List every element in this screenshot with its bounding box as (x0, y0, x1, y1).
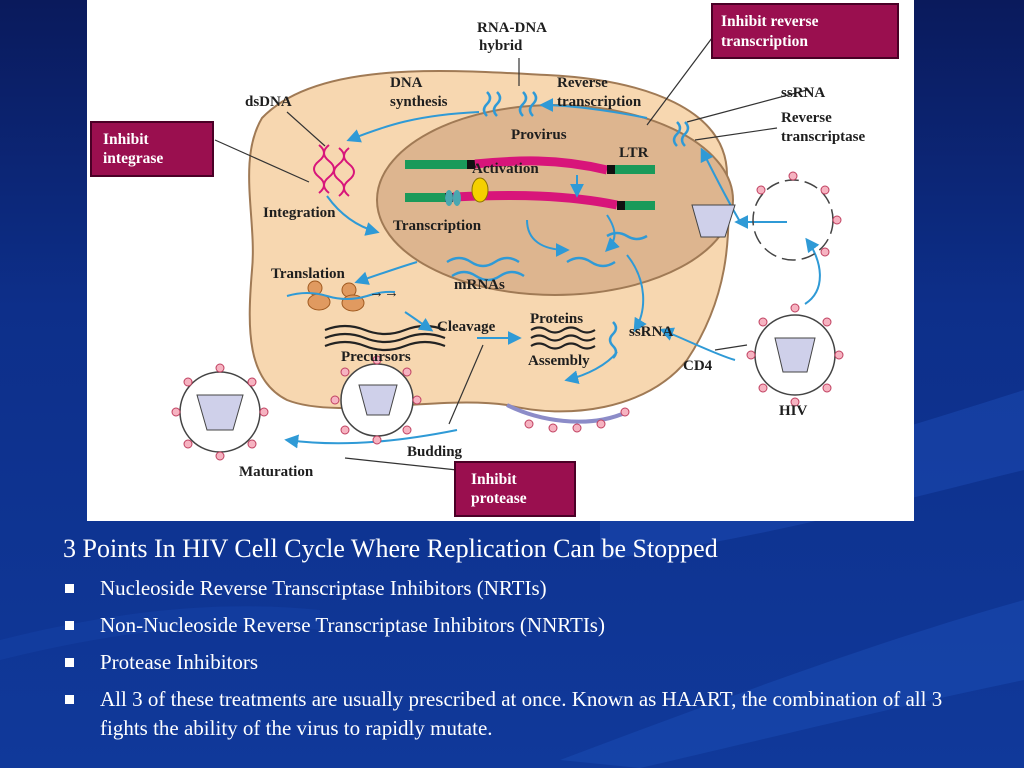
label-mrnas: mRNAs (454, 277, 505, 293)
inhibit-rt-line-2: transcription (721, 33, 808, 50)
label-cd4: CD4 (683, 358, 713, 374)
label-assembly: Assembly (528, 353, 590, 369)
label-dna-synthesis-1: DNA (390, 75, 423, 91)
hiv-virion-entering (691, 204, 736, 238)
inhibit-rt-line-1: Inhibit reverse (721, 13, 819, 30)
bullet-square-icon (65, 621, 74, 630)
hiv-cycle-svg: →→ (90, 3, 899, 517)
inhibit-reverse-transcription-box: Inhibit reverse transcription (711, 3, 899, 59)
hiv-virion-mature (179, 371, 261, 453)
label-hiv: HIV (779, 403, 808, 419)
label-maturation: Maturation (239, 464, 314, 480)
bullet-text: Protease Inhibitors (100, 650, 259, 674)
label-activation: Activation (472, 161, 539, 177)
bullet-text: All 3 of these treatments are usually pr… (100, 687, 943, 740)
inhibit-protease-line-2: protease (471, 490, 527, 507)
svg-text:→→: →→ (369, 285, 399, 301)
bullet-text: Nucleoside Reverse Transcriptase Inhibit… (100, 576, 547, 600)
label-reverse-transcriptase-2: transcriptase (781, 129, 865, 145)
label-proteins: Proteins (530, 311, 583, 327)
dsdna-helix (313, 144, 355, 197)
provirus-dna (405, 156, 655, 210)
hiv-cycle-diagram: →→ (87, 0, 914, 521)
inhibit-integrase-box: Inhibit integrase (90, 121, 214, 177)
bullet-item: Protease Inhibitors (63, 648, 963, 677)
label-dna-synthesis-2: synthesis (390, 94, 448, 110)
label-ssrna-top: ssRNA (781, 85, 825, 101)
hiv-virion-budding (340, 363, 414, 437)
label-ssrna-mid: ssRNA (629, 324, 673, 340)
label-dsdna: dsDNA (245, 94, 292, 110)
label-reverse-transcription-2: transcription (557, 94, 642, 110)
label-budding: Budding (407, 444, 463, 460)
label-reverse-transcriptase-1: Reverse (781, 110, 832, 126)
slide-caption: 3 Points In HIV Cell Cycle Where Replica… (63, 534, 718, 563)
hiv-virion-right (754, 314, 836, 396)
label-transcription: Transcription (393, 218, 482, 234)
bullet-square-icon (65, 658, 74, 667)
label-rna-dna-hybrid-2: hybrid (479, 38, 523, 54)
bullet-list: Nucleoside Reverse Transcriptase Inhibit… (63, 574, 963, 751)
bullet-item: All 3 of these treatments are usually pr… (63, 685, 963, 743)
inhibit-protease-box: Inhibit protease (454, 461, 576, 517)
label-ltr: LTR (619, 145, 649, 161)
bullet-text: Non-Nucleoside Reverse Transcriptase Inh… (100, 613, 605, 637)
label-translation: Translation (271, 266, 346, 282)
bullet-item: Non-Nucleoside Reverse Transcriptase Inh… (63, 611, 963, 640)
label-rna-dna-hybrid-1: RNA-DNA (477, 20, 547, 36)
label-reverse-transcription-1: Reverse (557, 75, 608, 91)
bullet-square-icon (65, 584, 74, 593)
inhibit-integrase-line-2: integrase (103, 150, 163, 167)
label-cleavage: Cleavage (437, 319, 496, 335)
inhibit-integrase-line-1: Inhibit (103, 131, 150, 148)
label-provirus: Provirus (511, 127, 567, 143)
label-integration: Integration (263, 205, 336, 221)
bullet-square-icon (65, 695, 74, 704)
inhibit-protease-line-1: Inhibit (471, 471, 518, 488)
label-precursors: Precursors (341, 349, 411, 365)
precursors-lines (324, 324, 596, 352)
bullet-item: Nucleoside Reverse Transcriptase Inhibit… (63, 574, 963, 603)
